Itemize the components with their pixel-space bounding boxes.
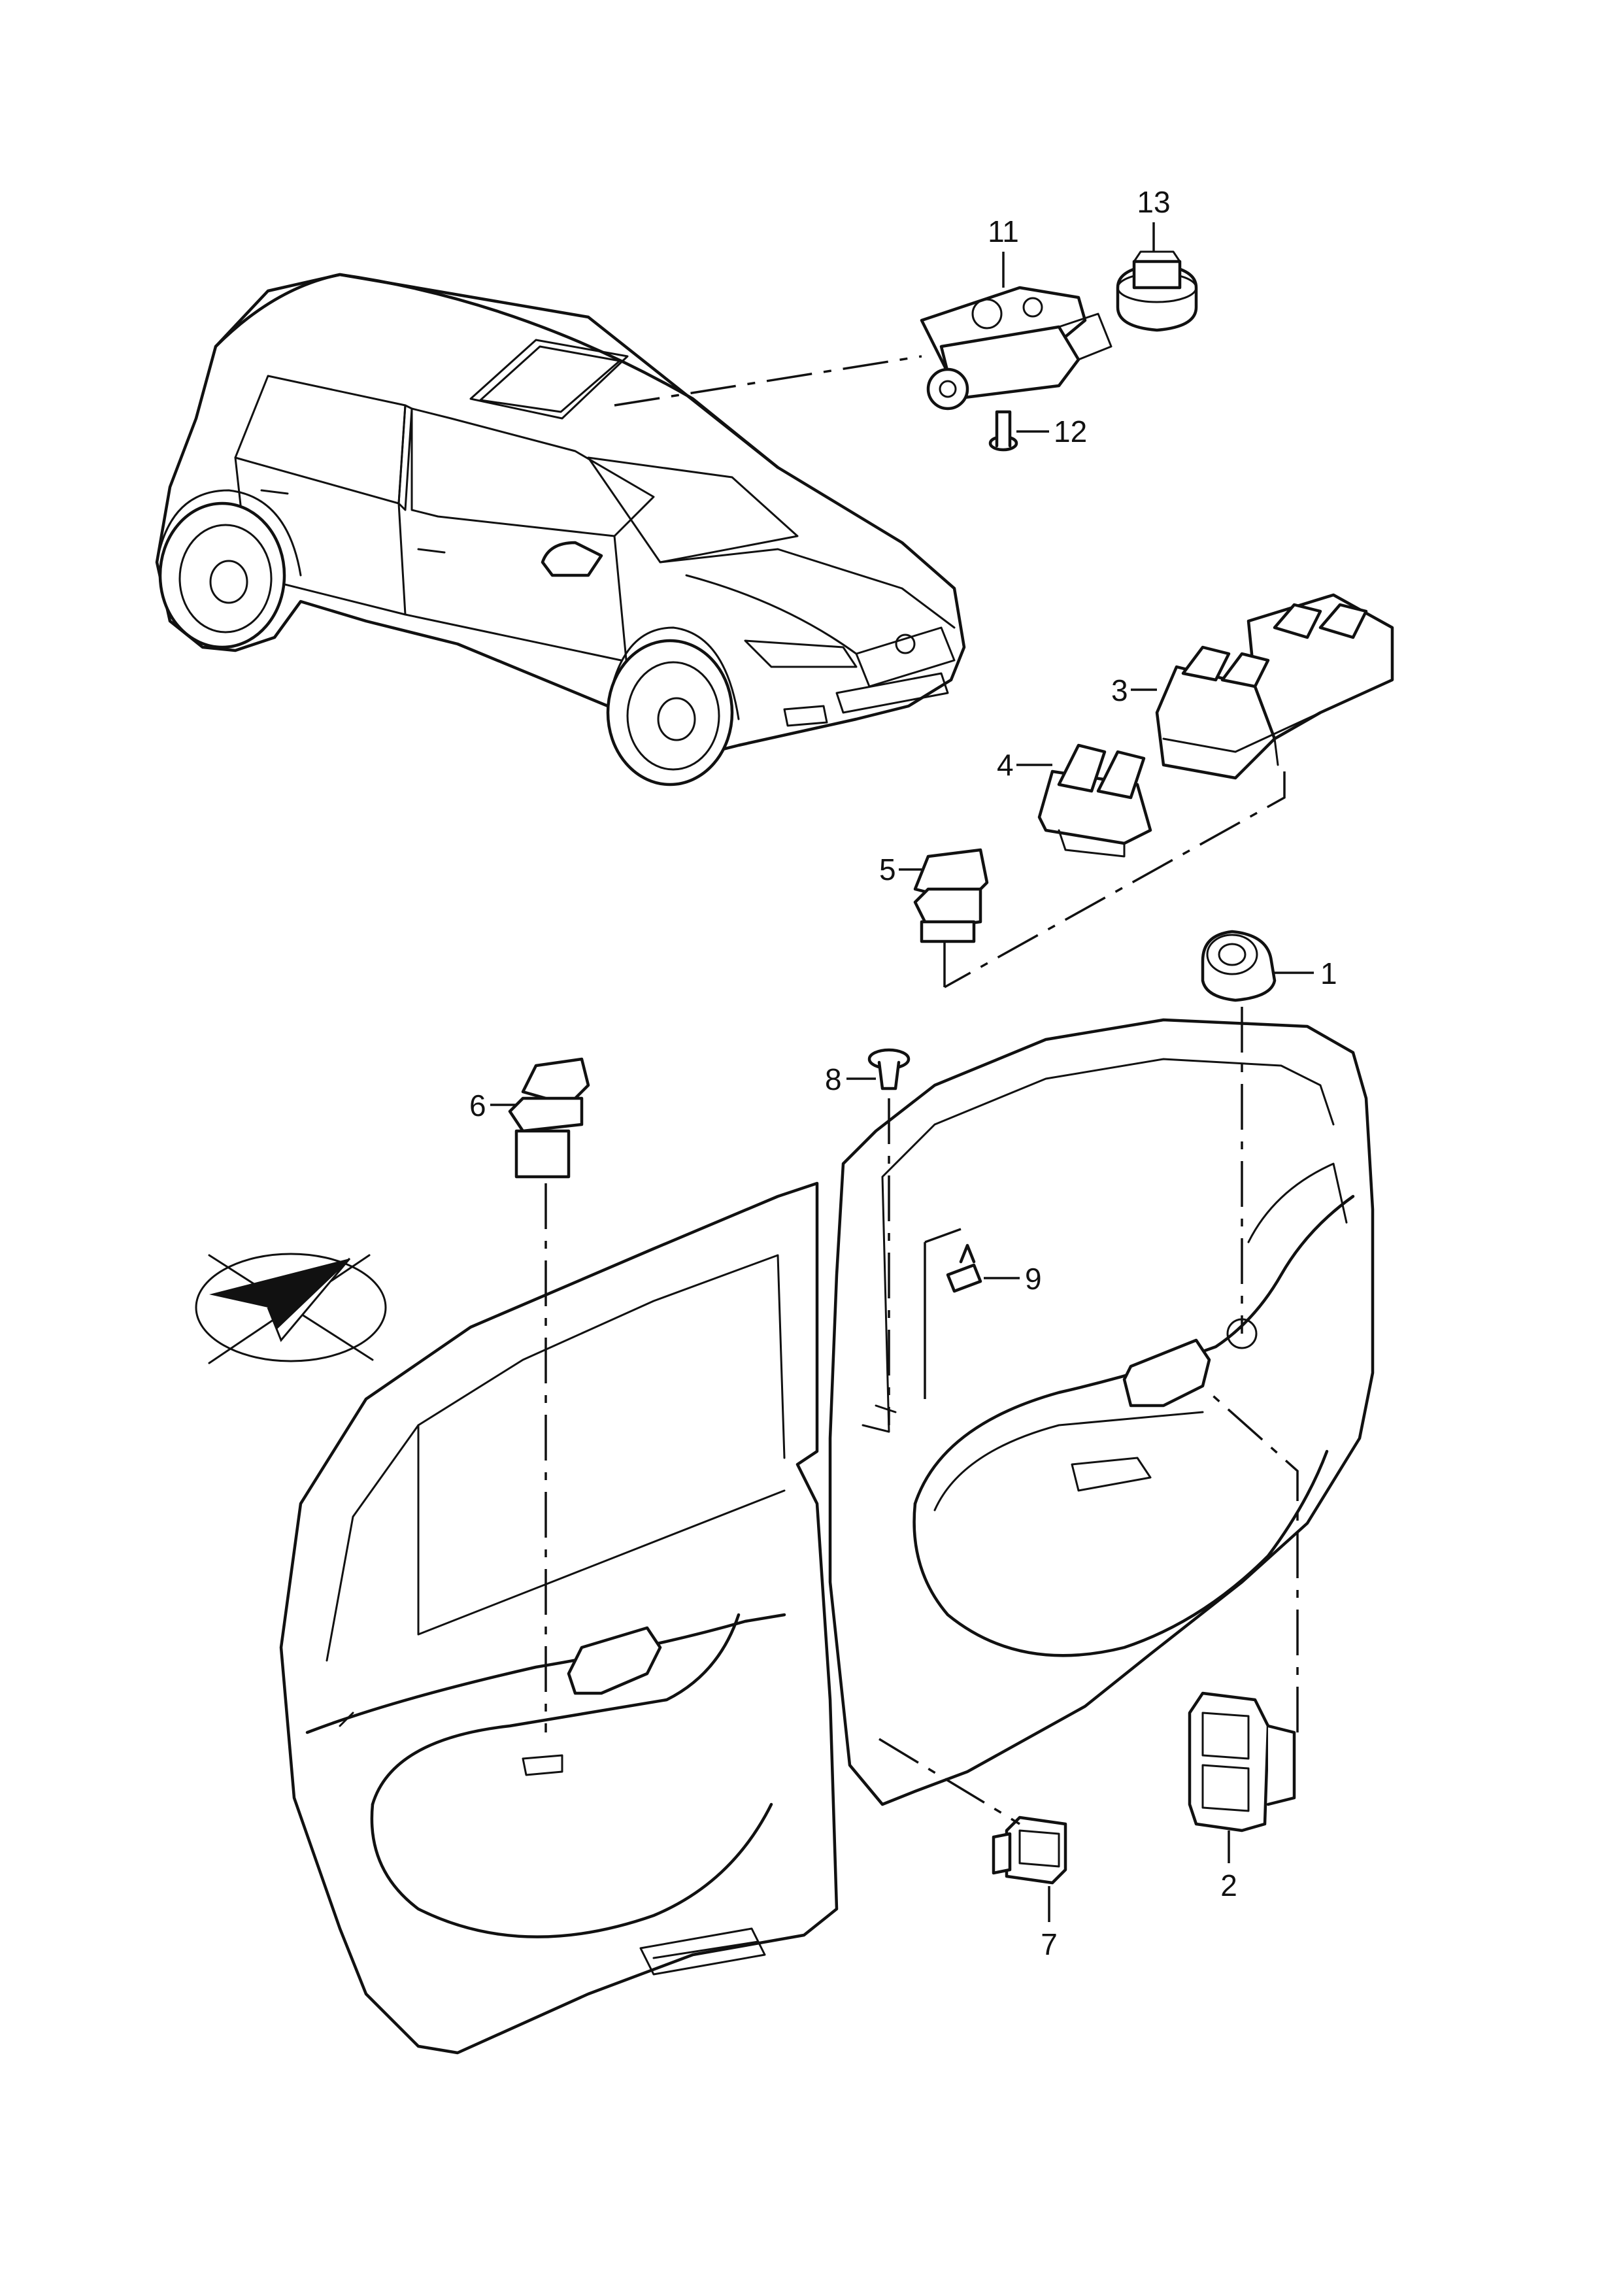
part-9-connector [946,1243,982,1293]
direction-arrow-icon [195,1253,387,1364]
callout-9: 9 [1025,1262,1042,1296]
callout-4: 4 [997,748,1014,782]
part-5-single-window-switch [913,848,989,943]
callout-7: 7 [1041,1927,1058,1961]
rear-wheel [158,501,286,649]
part-7-button-switch [992,1815,1067,1885]
callout-5: 5 [879,853,896,886]
part-8-clip [867,1048,911,1090]
callout-8: 8 [825,1062,842,1096]
part-11-sunroof-motor [920,286,1113,411]
part-1-mirror-switch [1201,930,1277,1002]
car-illustration [155,273,966,786]
callout-1: 1 [1320,956,1337,990]
callout-13: 13 [1137,185,1170,219]
callout-3: 3 [1111,673,1128,707]
part-4-double-window-switch [1037,743,1152,858]
part-2-lock-switch [1188,1691,1296,1832]
rear-door-panel [828,1018,1375,1806]
callout-12: 12 [1054,414,1087,448]
callout-11: 11 [988,214,1019,248]
front-door-panel [279,1181,839,2055]
callout-2: 2 [1220,1868,1237,1902]
part-13-round-switch [1116,250,1198,332]
front-wheel [606,639,734,786]
part-3-driver-window-switch [1155,593,1394,780]
callout-6: 6 [469,1089,486,1123]
part-6-window-switch [508,1057,590,1179]
part-12-screw [988,410,1018,452]
